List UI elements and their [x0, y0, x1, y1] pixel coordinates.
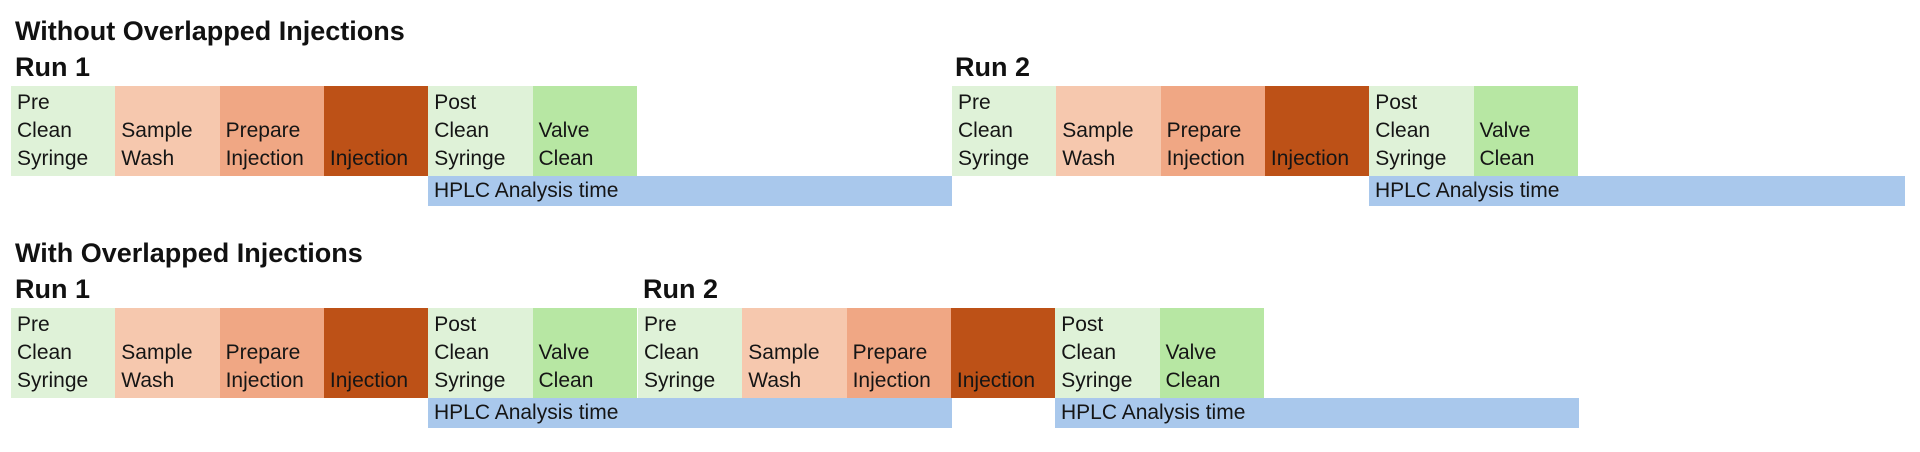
step-prepare-injection: Prepare Injection [846, 308, 952, 398]
step-post-clean: Post Clean Syringe [1055, 308, 1160, 398]
step-valve-clean: Valve Clean [1473, 86, 1579, 176]
step-injection: Injection [950, 308, 1056, 398]
run-label-run-2: Run 2 [643, 274, 719, 304]
hplc-analysis-bar: HPLC Analysis time [1055, 398, 1579, 428]
step-pre-clean: Pre Clean Syringe [638, 308, 743, 398]
step-prepare-injection: Prepare Injection [1160, 86, 1266, 176]
run-label-run-2: Run 2 [955, 52, 1031, 82]
step-injection: Injection [1264, 86, 1370, 176]
step-prepare-injection: Prepare Injection [219, 308, 325, 398]
step-sample-wash: Sample Wash [1056, 86, 1162, 176]
step-post-clean: Post Clean Syringe [1369, 86, 1474, 176]
run-label-run-1: Run 1 [15, 274, 91, 304]
step-post-clean: Post Clean Syringe [428, 86, 533, 176]
run-label-run-1: Run 1 [15, 52, 91, 82]
step-valve-clean: Valve Clean [532, 86, 638, 176]
step-valve-clean: Valve Clean [532, 308, 638, 398]
step-pre-clean: Pre Clean Syringe [11, 86, 116, 176]
hplc-analysis-bar: HPLC Analysis time [428, 398, 952, 428]
step-injection: Injection [323, 308, 429, 398]
step-prepare-injection: Prepare Injection [219, 86, 325, 176]
step-sample-wash: Sample Wash [742, 308, 848, 398]
section-title-without-overlap: Without Overlapped Injections [15, 16, 405, 46]
hplc-analysis-bar: HPLC Analysis time [1369, 176, 1905, 206]
step-sample-wash: Sample Wash [115, 308, 221, 398]
step-valve-clean: Valve Clean [1159, 308, 1265, 398]
step-injection: Injection [323, 86, 429, 176]
hplc-analysis-bar: HPLC Analysis time [428, 176, 952, 206]
step-pre-clean: Pre Clean Syringe [11, 308, 116, 398]
step-sample-wash: Sample Wash [115, 86, 221, 176]
step-post-clean: Post Clean Syringe [428, 308, 533, 398]
section-title-with-overlap: With Overlapped Injections [15, 238, 363, 268]
step-pre-clean: Pre Clean Syringe [952, 86, 1057, 176]
